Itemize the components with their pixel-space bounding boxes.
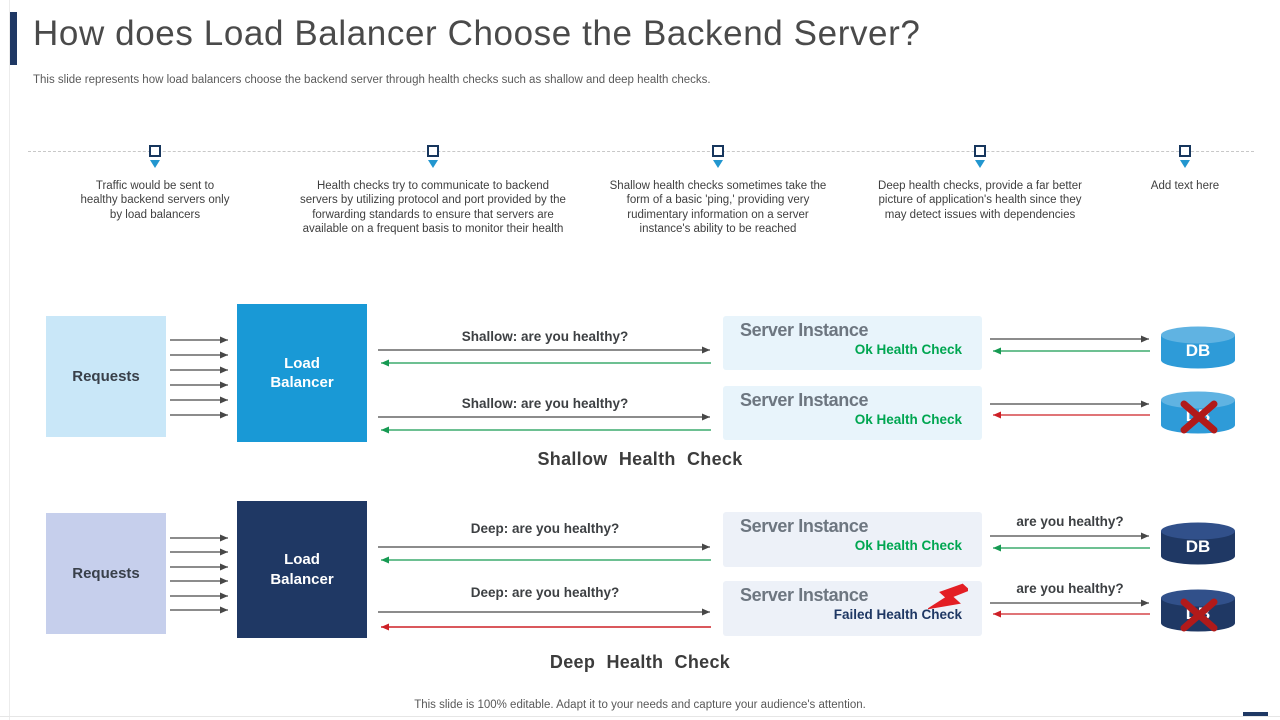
red-lightning-icon	[925, 578, 971, 622]
db-cylinder-failed-icon: DB	[1158, 588, 1238, 634]
footer-note: This slide is 100% editable. Adapt it to…	[414, 699, 866, 711]
title-accent-bar	[10, 12, 17, 65]
server-instance-title: Server Instance	[740, 516, 869, 536]
timeline-item-text: Traffic would be sent to healthy backend…	[80, 180, 230, 221]
server-instance-box-failed: Server Instance Failed Health Check	[723, 581, 982, 636]
db-cylinder-icon: DB	[1158, 521, 1238, 567]
server-instance-title: Server Instance	[740, 585, 869, 605]
down-triangle-icon	[712, 160, 723, 168]
server-instance-box: Server Instance Ok Health Check	[723, 386, 982, 440]
load-balancer-box-shallow: Load Balancer	[237, 304, 367, 442]
requests-label: Requests	[72, 368, 140, 385]
timeline-item-text: Health checks try to communicate to back…	[300, 180, 566, 235]
requests-label: Requests	[72, 565, 140, 582]
square-outline-icon	[427, 145, 439, 157]
db-cylinder-failed-icon: DB	[1158, 390, 1238, 436]
health-question-label: Deep: are you healthy?	[470, 521, 620, 536]
health-question-label: Deep: are you healthy?	[470, 585, 620, 600]
requests-box-deep: Requests	[46, 513, 166, 634]
bottom-edge-line	[0, 716, 1280, 717]
shallow-section-caption: Shallow Health Check	[537, 449, 743, 469]
square-outline-icon	[712, 145, 724, 157]
down-triangle-icon	[427, 160, 438, 168]
db-cylinder-icon: DB	[1158, 325, 1238, 371]
server-instance-box: Server Instance Ok Health Check	[723, 316, 982, 370]
load-balancer-label: Load Balancer	[270, 551, 334, 588]
db-question-label: are you healthy?	[1016, 581, 1124, 596]
health-question-label: Shallow: are you healthy?	[461, 396, 629, 411]
health-check-status: Ok Health Check	[854, 412, 962, 427]
svg-text:DB: DB	[1186, 341, 1211, 360]
load-balancer-label: Load Balancer	[270, 354, 334, 392]
timeline-placeholder-text: Add text here	[1150, 180, 1220, 192]
slide-subtitle: This slide represents how load balancers…	[33, 74, 711, 86]
square-outline-icon	[974, 145, 986, 157]
deep-section-caption: Deep Health Check	[549, 652, 731, 672]
square-outline-icon	[149, 145, 161, 157]
page-title: How does Load Balancer Choose the Backen…	[33, 14, 921, 53]
svg-text:DB: DB	[1186, 537, 1211, 556]
timeline-item-text: Shallow health checks sometimes take the…	[609, 180, 827, 235]
server-instance-title: Server Instance	[740, 390, 869, 410]
red-x-icon	[1180, 598, 1218, 632]
timeline-item-text: Deep health checks, provide a far better…	[878, 180, 1082, 221]
server-instance-title: Server Instance	[740, 320, 869, 340]
left-edge-line	[9, 0, 10, 720]
requests-box-shallow: Requests	[46, 316, 166, 437]
health-question-label: Shallow: are you healthy?	[461, 329, 629, 344]
down-triangle-icon	[149, 160, 160, 168]
timeline-dashed-line	[28, 151, 1254, 152]
corner-accent-bar	[1243, 712, 1268, 716]
health-check-status: Ok Health Check	[854, 538, 962, 553]
health-check-status: Failed Health Check	[833, 607, 962, 622]
down-triangle-icon	[1179, 160, 1190, 168]
down-triangle-icon	[974, 160, 985, 168]
load-balancer-box-deep: Load Balancer	[237, 501, 367, 638]
server-instance-box: Server Instance Ok Health Check	[723, 512, 982, 567]
square-outline-icon	[1179, 145, 1191, 157]
db-question-label: are you healthy?	[1016, 514, 1124, 529]
health-check-status: Ok Health Check	[854, 342, 962, 357]
red-x-icon	[1180, 400, 1218, 434]
